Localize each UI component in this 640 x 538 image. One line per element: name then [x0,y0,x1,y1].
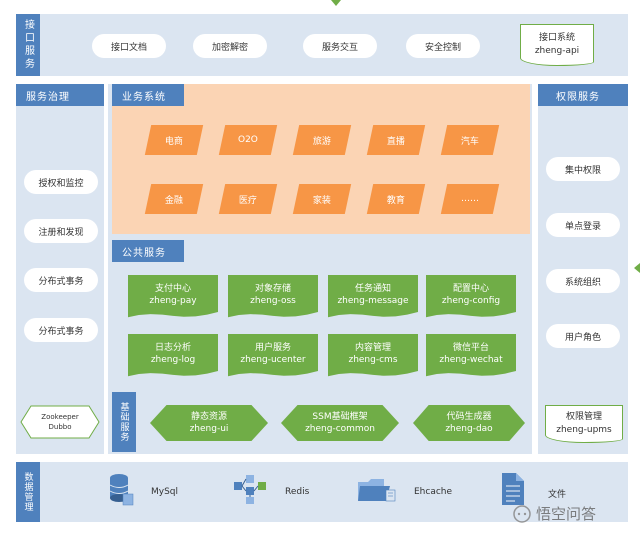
business-item-o2o[interactable]: O2O [218,125,278,155]
data-management-label: 数据管理 [16,462,40,522]
common-code: zheng-common [305,424,375,434]
log-name: 日志分析 [154,342,191,353]
public-item-message[interactable]: 任务通知 zheng-message [328,275,418,318]
api-system-code: zheng-api [534,46,580,56]
message-name: 任务通知 [354,283,391,294]
business-item-live[interactable]: 直播 [366,125,426,155]
dubbo-label: Dubbo [48,423,72,431]
dao-name: 代码生成器 [446,412,492,422]
public-item-ucenter[interactable]: 用户服务 zheng-ucenter [228,334,318,377]
upms-code: zheng-upms [556,425,612,435]
zookeeper-label: Zookeeper [41,413,79,421]
folder-icon [358,479,396,502]
api-system-name: 接口系统 [538,33,575,43]
file-label: 文件 [548,490,567,500]
governance-item-tx-2[interactable]: 分布式事务 [24,318,98,342]
base-item-ui[interactable]: 静态资源 zheng-ui [150,405,268,441]
config-name: 配置中心 [452,283,489,294]
permission-item-org[interactable]: 系统组织 [546,269,620,293]
mysql-label: MySql [151,487,179,497]
pay-name: 支付中心 [154,283,191,294]
right-arrow-marker [634,263,640,273]
public-item-cms[interactable]: 内容管理 zheng-cms [328,334,418,377]
business-item-travel[interactable]: 旅游 [292,125,352,155]
business-item-finance[interactable]: 金融 [144,184,204,214]
permission-item-sso[interactable]: 单点登录 [546,213,620,237]
ucenter-name: 用户服务 [254,342,291,353]
business-item-auto[interactable]: 汽车 [440,125,500,155]
public-item-log[interactable]: 日志分析 zheng-log [128,334,218,377]
upms-name: 权限管理 [565,412,602,422]
ehcache-label: Ehcache [414,487,453,497]
oss-name: 对象存储 [254,283,291,294]
wechat-name: 微信平台 [452,342,489,353]
public-item-wechat[interactable]: 微信平台 zheng-wechat [426,334,516,377]
ui-name: 静态资源 [190,412,227,422]
governance-title: 服务治理 [16,84,104,106]
business-system-title: 业务系统 [112,84,184,106]
redis-label: Redis [285,487,310,497]
public-item-pay[interactable]: 支付中心 zheng-pay [128,275,218,318]
interface-item-security[interactable]: 安全控制 [406,34,480,58]
governance-item-tx-1[interactable]: 分布式事务 [24,268,98,292]
watermark-text: 悟空问答 [536,505,597,523]
business-item-ecommerce[interactable]: 电商 [144,125,204,155]
oss-code: zheng-oss [250,295,296,306]
file-icon [502,473,524,505]
interface-item-encryption[interactable]: 加密解密 [193,34,267,58]
cms-code: zheng-cms [348,354,398,365]
database-icon [109,474,134,506]
business-item-medical[interactable]: 医疗 [218,184,278,214]
business-item-education[interactable]: 教育 [366,184,426,214]
watermark: 悟空问答 [512,503,596,524]
permission-item-role[interactable]: 用户角色 [546,324,620,348]
wechat-code: zheng-wechat [439,354,503,365]
pay-code: zheng-pay [149,295,197,306]
cms-name: 内容管理 [354,342,391,353]
governance-item-registry[interactable]: 注册和发现 [24,219,98,243]
top-arrow-marker [331,0,341,6]
ui-code: zheng-ui [189,424,229,434]
base-service-label: 基础服务 [112,392,136,452]
business-item-more[interactable]: …… [440,184,500,214]
permission-item-central[interactable]: 集中权限 [546,157,620,181]
business-item-home[interactable]: 家装 [292,184,352,214]
governance-item-auth[interactable]: 授权和监控 [24,170,98,194]
base-item-common[interactable]: SSM基础框架 zheng-common [281,405,399,441]
message-code: zheng-message [337,295,409,306]
ucenter-code: zheng-ucenter [240,354,306,365]
permission-title: 权限服务 [538,84,628,106]
zookeeper-dubbo-node[interactable]: Zookeeper Dubbo [20,405,100,439]
dao-code: zheng-dao [445,424,493,434]
public-item-oss[interactable]: 对象存储 zheng-oss [228,275,318,318]
config-code: zheng-config [441,295,501,306]
public-service-title: 公共服务 [112,240,184,262]
log-code: zheng-log [150,354,196,365]
zookeeper-hexagon-shape [20,405,100,439]
interface-service-label: 接口服务 [16,14,40,76]
upms-system-box[interactable]: 权限管理 zheng-upms [545,405,623,443]
common-name: SSM基础框架 [312,412,368,422]
chat-bubble-icon [513,504,531,523]
base-item-dao[interactable]: 代码生成器 zheng-dao [413,405,525,441]
cluster-icon [234,475,266,504]
api-system-box[interactable]: 接口系统 zheng-api [520,24,594,66]
public-item-config[interactable]: 配置中心 zheng-config [426,275,516,318]
interface-item-docs[interactable]: 接口文档 [92,34,166,58]
interface-item-interaction[interactable]: 服务交互 [303,34,377,58]
